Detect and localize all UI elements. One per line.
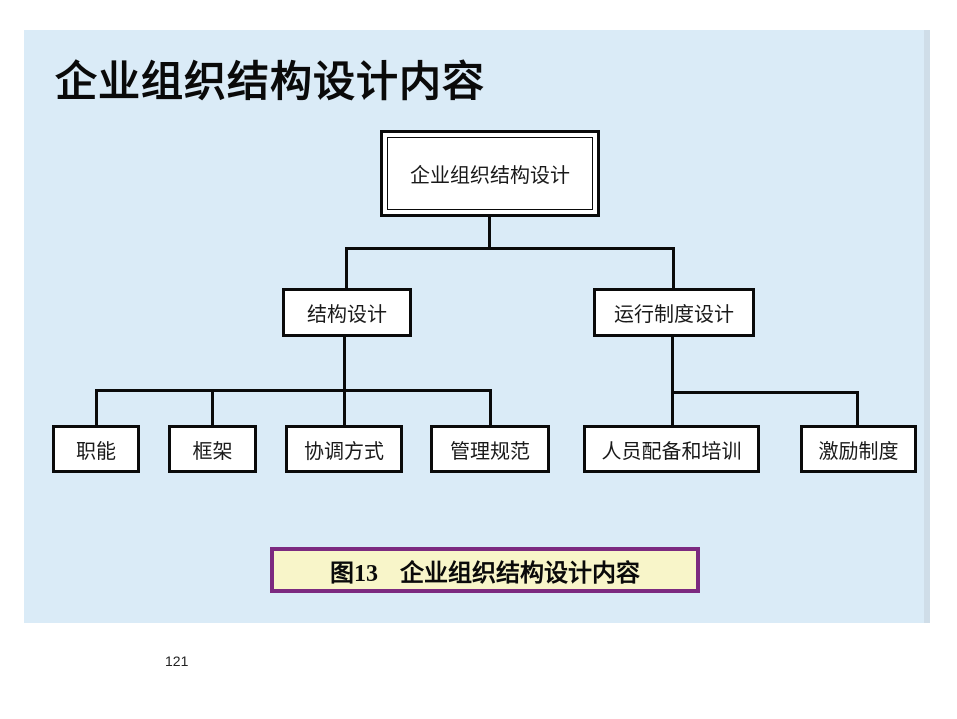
connector-drop-functions <box>95 389 98 425</box>
node-incentive-system: 激励制度 <box>800 425 917 473</box>
node-operating-system-design: 运行制度设计 <box>593 288 755 337</box>
connector-structure-horizontal <box>95 389 492 392</box>
node-framework: 框架 <box>168 425 257 473</box>
page-number: 121 <box>165 653 189 669</box>
connector-drop-operating-system <box>672 247 675 288</box>
node-structure-design: 结构设计 <box>282 288 412 337</box>
connector-drop-framework <box>211 389 214 425</box>
node-root: 企业组织结构设计 <box>380 130 600 217</box>
connector-structure-stem <box>343 337 346 425</box>
connector-level1-horizontal <box>345 247 675 250</box>
connector-drop-incentive-system <box>856 391 859 425</box>
node-coordination-methods: 协调方式 <box>285 425 403 473</box>
node-functions: 职能 <box>52 425 140 473</box>
node-management-norms: 管理规范 <box>430 425 550 473</box>
figure-caption: 图13 企业组织结构设计内容 <box>270 547 700 593</box>
connector-root-stem <box>488 217 491 250</box>
connector-operating-horizontal <box>671 391 859 394</box>
figure-caption-text: 企业组织结构设计内容 <box>400 560 640 587</box>
connector-drop-management-norms <box>489 389 492 425</box>
connector-operating-stem <box>671 337 674 425</box>
slide-background-panel <box>24 30 930 623</box>
figure-caption-number: 图13 <box>330 560 378 587</box>
node-root-label: 企业组织结构设计 <box>387 137 593 210</box>
node-staffing-and-training: 人员配备和培训 <box>583 425 760 473</box>
connector-drop-structure-design <box>345 247 348 288</box>
slide-title: 企业组织结构设计内容 <box>55 60 486 106</box>
